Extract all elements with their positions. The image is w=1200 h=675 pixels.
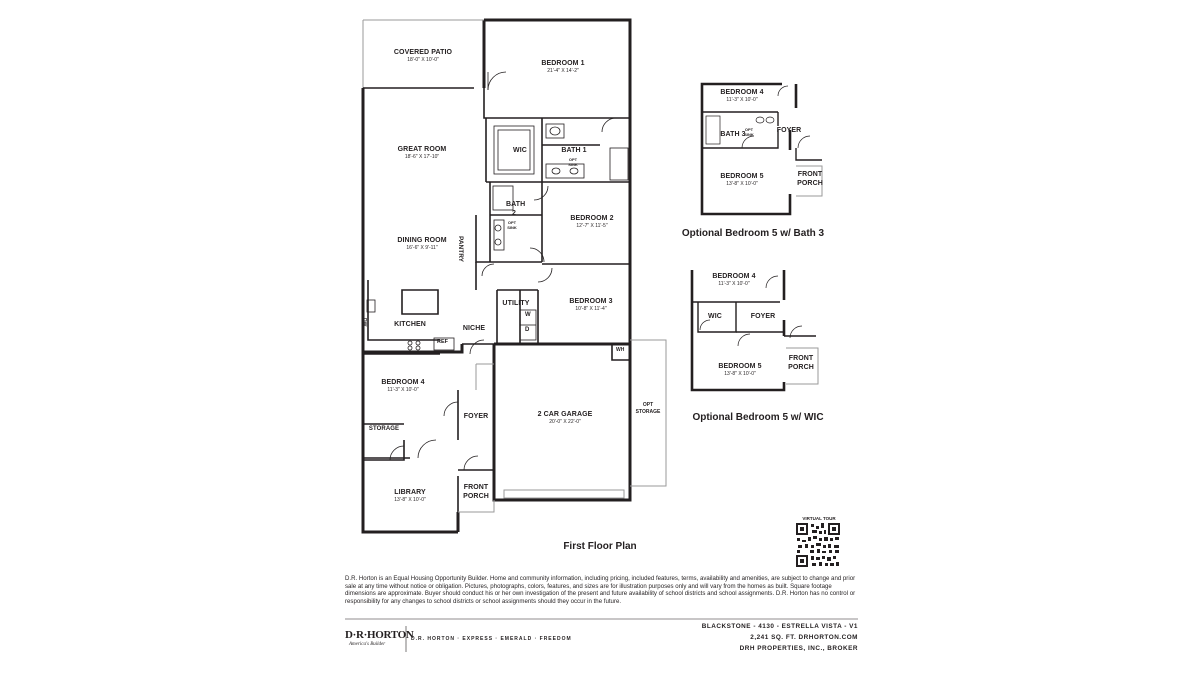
room-name: FRONT PORCH	[797, 171, 823, 187]
two-car-garage: 2 CAR GARAGE 20'-0" X 22'-0"	[522, 410, 608, 426]
ref-label: REF	[437, 339, 448, 345]
bedroom-3: BEDROOM 3 10'-8" X 11'-4"	[556, 297, 626, 313]
option1-caption: Optional Bedroom 5 w/ Bath 3	[681, 228, 825, 239]
room-name: FRONT PORCH	[463, 484, 489, 500]
option1-opt-sink-label: OPT SINK	[744, 127, 754, 137]
floor-plan-caption: First Floor Plan	[563, 541, 637, 552]
room-name: BEDROOM 2	[570, 215, 614, 222]
room-name: KITCHEN	[394, 321, 426, 328]
plan-info-line-1: BLACKSTONE - 4130 - ESTRELLA VISTA - V1	[701, 623, 858, 630]
room-name: UTILITY	[502, 300, 530, 307]
room-name: 2 CAR GARAGE	[537, 411, 593, 418]
room-dimensions: 13'-8" X 10'-0"	[726, 181, 758, 187]
great-room: GREAT ROOM 18'-6" X 17'-10"	[372, 145, 472, 161]
plan-info-line-2: 2,241 SQ. FT. DRHORTON.COM	[750, 634, 858, 641]
option1-bedroom-5: BEDROOM 5 13'-8" X 10'-0"	[710, 172, 774, 188]
room-name: COVERED PATIO	[393, 49, 453, 56]
option1-bath-3: BATH 3	[720, 130, 746, 139]
plan-info-line-3: DRH PROPERTIES, INC., BROKER	[739, 645, 858, 652]
room-dimensions: 13'-8" X 10'-0"	[724, 371, 756, 377]
opt-sink-label: OPT SINK	[507, 220, 517, 230]
option2-caption: Optional Bedroom 5 w/ WIC	[692, 412, 824, 423]
library: LIBRARY 13'-8" X 10'-0"	[374, 488, 446, 504]
room-dimensions: 20'-0" X 22'-0"	[549, 419, 581, 425]
bath-1: BATH 1	[554, 146, 594, 155]
niche: NICHE	[458, 324, 490, 333]
option2-foyer: FOYER	[746, 312, 780, 321]
room-name: DINING ROOM	[397, 237, 447, 244]
utility: UTILITY	[498, 299, 534, 308]
room-name: BEDROOM 1	[541, 60, 585, 67]
room-dimensions: 13'-8" X 10'-0"	[394, 497, 426, 503]
dining-room: DINING ROOM 16'-6" X 9'-11"	[370, 236, 474, 252]
room-dimensions: 21'-4" X 14'-2"	[547, 68, 579, 74]
room-name: BEDROOM 4	[712, 273, 756, 280]
brand-list: D.R. HORTON · EXPRESS · EMERALD · FREEDO…	[411, 636, 572, 642]
room-name: BEDROOM 4	[720, 89, 764, 96]
room-dimensions: 12'-7" X 11'-5"	[576, 223, 608, 229]
option2-bedroom-5: BEDROOM 5 13'-8" X 10'-0"	[708, 362, 772, 378]
dr-horton-logo: D·R·HORTON	[345, 629, 414, 641]
room-dimensions: 10'-8" X 11'-4"	[575, 306, 607, 312]
room-name: BEDROOM 5	[718, 363, 762, 370]
disclaimer-text: D.R. Horton is an Equal Housing Opportun…	[345, 575, 856, 605]
room-name: FOYER	[776, 127, 802, 134]
room-name: FOYER	[750, 313, 776, 320]
kitchen: KITCHEN	[386, 320, 434, 329]
opt-sink-label: OPT SINK	[568, 157, 578, 167]
room-name: FRONT PORCH	[788, 355, 814, 371]
room-name: NICHE	[462, 325, 486, 332]
storage: STORAGE	[364, 425, 404, 434]
water-heater-label: WH	[616, 347, 625, 353]
room-dimensions: 18'-0" X 10'-0"	[407, 57, 439, 63]
bath-2: BATH 2	[502, 200, 526, 218]
room-name: WIC	[708, 313, 722, 320]
room-name: BATH 2	[506, 201, 526, 217]
virtual-tour-label: VIRTUAL TOUR	[802, 516, 836, 521]
opt-storage: OPT STORAGE	[630, 402, 666, 416]
front-porch: FRONT PORCH	[460, 483, 492, 501]
option2-wic: WIC	[700, 312, 730, 321]
bedroom-2: BEDROOM 2 12'-7" X 11'-5"	[555, 214, 629, 230]
room-name: LIBRARY	[394, 489, 426, 496]
room-name: OPT STORAGE	[635, 402, 661, 415]
logo-tagline: America's Builder	[349, 642, 386, 647]
room-dimensions: 11'-3" X 10'-0"	[718, 281, 750, 287]
room-name: FOYER	[463, 413, 489, 420]
room-name: STORAGE	[368, 426, 400, 432]
option2-bedroom-4: BEDROOM 4 11'-3" X 10'-0"	[704, 272, 764, 288]
dryer-label: D	[525, 327, 530, 333]
room-name: GREAT ROOM	[397, 146, 447, 153]
room-name: BEDROOM 5	[720, 173, 764, 180]
room-name: BEDROOM 3	[569, 298, 613, 305]
bedroom-4: BEDROOM 4 11'-3" X 10'-0"	[370, 378, 436, 394]
wic: WIC	[500, 146, 540, 155]
room-name: BATH 1	[561, 147, 587, 154]
covered-patio: COVERED PATIO 18'-0" X 10'-0"	[373, 48, 473, 64]
room-name: BATH 3	[720, 131, 746, 138]
washer-label: W	[525, 312, 531, 318]
room-dimensions: 11'-3" X 10'-0"	[387, 387, 419, 393]
room-name: WIC	[513, 147, 527, 154]
room-dimensions: 16'-6" X 9'-11"	[406, 245, 438, 251]
option2-front-porch: FRONT PORCH	[784, 354, 818, 372]
room-name: BEDROOM 4	[381, 379, 425, 386]
option1-bedroom-4: BEDROOM 4 11'-3" X 10'-0"	[712, 88, 772, 104]
option1-front-porch: FRONT PORCH	[793, 170, 827, 188]
bedroom-1: BEDROOM 1 21'-4" X 14'-2"	[508, 59, 618, 75]
room-dimensions: 18'-6" X 17'-10"	[404, 154, 440, 160]
foyer: FOYER	[460, 412, 492, 421]
option1-foyer: FOYER	[774, 126, 804, 135]
room-dimensions: 11'-3" X 10'-0"	[726, 97, 758, 103]
